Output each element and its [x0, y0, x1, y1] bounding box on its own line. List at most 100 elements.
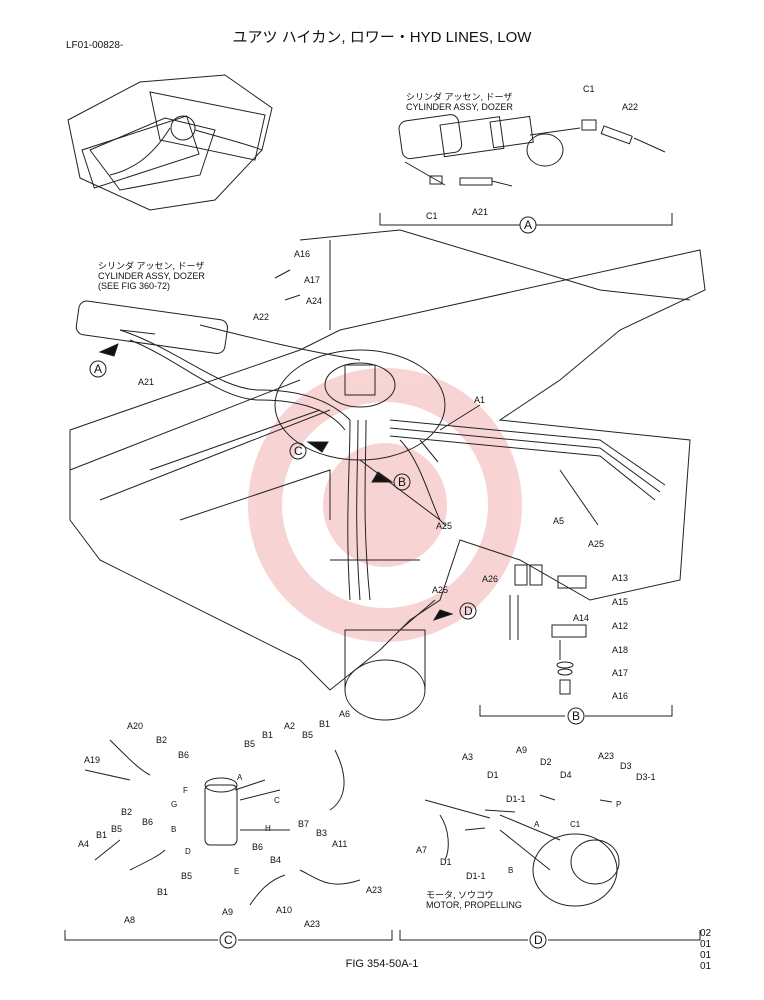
sub-callout-e: E — [234, 867, 240, 876]
view-d-drawing — [399, 794, 701, 949]
part-label-b1: B1 — [96, 830, 108, 840]
part-label-a24: A24 — [306, 296, 323, 306]
part-label-b6: B6 — [142, 817, 154, 827]
part-label-a16: A16 — [612, 691, 629, 701]
callout-d: D — [464, 604, 473, 618]
sub-callout-a-d: A — [534, 820, 540, 829]
view-label-c: C — [224, 933, 233, 947]
callout-c: C — [294, 444, 303, 458]
part-label-a16: A16 — [294, 249, 311, 259]
part-label-b5: B5 — [111, 824, 123, 834]
part-label-a15: A15 — [612, 597, 629, 607]
part-label-d1-1: D1-1 — [506, 794, 526, 804]
view-label-a: A — [524, 218, 533, 232]
part-label-a5: A5 — [553, 516, 565, 526]
sub-callout-c: C — [274, 796, 280, 805]
part-label-b5: B5 — [302, 730, 314, 740]
part-label-a11: A11 — [332, 839, 348, 849]
part-label-a25: A25 — [436, 521, 453, 531]
caption-cyl-a-jp: シリンダ アッセン, ドーザ — [406, 92, 513, 102]
part-label-d1: D1 — [440, 857, 452, 867]
callout-b: B — [398, 475, 407, 489]
part-label-a9: A9 — [222, 907, 234, 917]
part-label-a18: A18 — [612, 645, 629, 655]
sub-callout-c1: C1 — [570, 820, 581, 829]
page-title: ユアツ ハイカン, ロワー・HYD LINES, LOW — [232, 29, 532, 46]
caption-cyl-main-see: (SEE FIG 360-72) — [98, 281, 171, 291]
view-b-drawing — [479, 564, 673, 725]
part-label-b2: B2 — [121, 807, 133, 817]
caption-cyl-main-jp: シリンダ アッセン, ドーザ — [98, 261, 205, 271]
callout-a: A — [94, 362, 103, 376]
thumbnail-machine — [67, 74, 273, 211]
part-label-b3: B3 — [316, 828, 328, 838]
part-label-d3-1: D3-1 — [636, 772, 656, 782]
part-label-b1: B1 — [319, 719, 331, 729]
part-label-d3: D3 — [620, 761, 632, 771]
part-label-a14: A14 — [573, 613, 590, 623]
part-label-a12: A12 — [612, 621, 629, 631]
caption-cyl-main-en: CYLINDER ASSY, DOZER — [98, 271, 205, 281]
figure-number: FIG 354-50A-1 — [345, 958, 419, 970]
part-label-b2: B2 — [156, 735, 168, 745]
part-label-a20: A20 — [127, 721, 144, 731]
part-label-a23: A23 — [598, 751, 615, 761]
part-label-a4: A4 — [78, 839, 90, 849]
part-label-c1: C1 — [583, 84, 595, 94]
caption-motor-jp: モータ, ソウコウ — [426, 890, 494, 900]
caption-motor-en: MOTOR, PROPELLING — [426, 900, 522, 910]
view-c-drawing — [64, 739, 393, 949]
main-assembly — [69, 229, 706, 721]
part-label-a9: A9 — [516, 745, 528, 755]
part-label-a26: A26 — [482, 574, 499, 584]
part-label-a25: A25 — [588, 539, 605, 549]
sub-callout-b: B — [171, 825, 177, 834]
watermark-logo — [248, 368, 522, 642]
part-label-a22: A22 — [253, 312, 270, 322]
part-label-a23: A23 — [304, 919, 321, 929]
part-label-b7: B7 — [298, 819, 310, 829]
revision-code: 01 — [700, 961, 712, 972]
sub-callout-h: H — [265, 824, 271, 833]
part-label-d1-1: D1-1 — [466, 871, 486, 881]
view-label-b: B — [572, 709, 581, 723]
part-label-a25: A25 — [432, 585, 449, 595]
sub-callout-a: A — [237, 773, 243, 782]
part-label-d1: D1 — [487, 770, 499, 780]
sub-callout-g: G — [171, 800, 178, 809]
part-label-a17: A17 — [612, 668, 629, 678]
part-label-a2: A2 — [284, 721, 296, 731]
part-label-a1: A1 — [474, 395, 486, 405]
part-label-a21: A21 — [138, 377, 155, 387]
part-label-a8: A8 — [124, 915, 136, 925]
sub-callout-f: F — [183, 786, 188, 795]
part-label-a13: A13 — [612, 573, 629, 583]
part-label-a19: A19 — [84, 755, 101, 765]
part-label-a17: A17 — [304, 275, 321, 285]
doc-id: LF01-00828- — [66, 40, 124, 51]
part-label-a6: A6 — [339, 709, 351, 719]
part-label-d4: D4 — [560, 770, 572, 780]
part-label-a10: A10 — [276, 905, 293, 915]
part-label-b1: B1 — [157, 887, 169, 897]
sub-callout-b-d: B — [508, 866, 514, 875]
part-label-c1: C1 — [426, 211, 438, 221]
part-label-a7: A7 — [416, 845, 428, 855]
part-label-b5: B5 — [244, 739, 256, 749]
part-label-d2: D2 — [540, 757, 552, 767]
revision-code: 02 — [700, 928, 712, 939]
part-label-a23: A23 — [366, 885, 383, 895]
part-label-b5: B5 — [181, 871, 193, 881]
part-label-b4: B4 — [270, 855, 282, 865]
sub-callout-p: P — [616, 800, 622, 809]
view-a-drawing — [379, 114, 673, 234]
part-label-a21: A21 — [472, 207, 489, 217]
part-label-b1: B1 — [262, 730, 274, 740]
sub-callout-d: D — [185, 847, 191, 856]
caption-cyl-a-en: CYLINDER ASSY, DOZER — [406, 102, 513, 112]
revision-code: 01 — [700, 939, 712, 950]
revision-code: 01 — [700, 950, 712, 961]
view-label-d: D — [534, 933, 543, 947]
part-label-a22: A22 — [622, 102, 639, 112]
